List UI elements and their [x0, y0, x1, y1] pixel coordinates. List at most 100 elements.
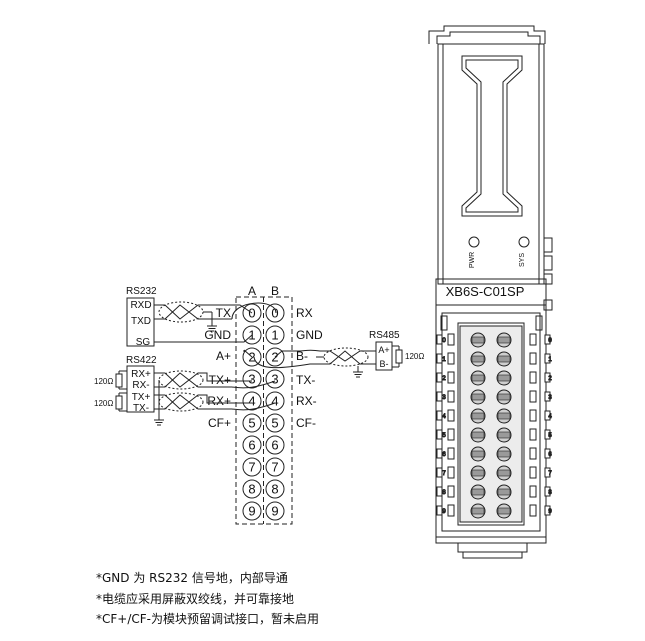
module-row-number-left-5: 5	[442, 433, 446, 439]
module-hole-left-9	[447, 504, 455, 517]
module-clip-slot-7-0	[471, 469, 485, 477]
module-hole-left-2	[447, 371, 455, 384]
module-clip-slot-3-0	[471, 393, 485, 401]
pin-b1-circle	[265, 325, 285, 345]
module-notch-right-5	[544, 429, 551, 440]
module-row-number-right-7: 7	[548, 471, 552, 477]
module-notch-right-2	[544, 372, 551, 383]
rs422-rx-shield	[158, 370, 204, 390]
module-notch-left-2	[436, 372, 443, 383]
label-left-a-plus: A+	[216, 349, 231, 363]
module-upper-body	[437, 43, 545, 285]
module-top-clip	[428, 25, 546, 44]
module-row-number-left-4: 4	[442, 414, 446, 420]
pin-b8-number: 8	[271, 482, 278, 497]
pin-b4-number: 4	[271, 394, 278, 409]
rs422-tx-shield	[158, 392, 204, 412]
module-notch-right-1	[544, 353, 551, 364]
module-hole-left-3	[447, 390, 455, 403]
rs485-a-plus: A+	[378, 345, 389, 355]
pin-b3-circle	[265, 369, 285, 389]
rs422-resistor-1	[115, 373, 123, 388]
pin-b0-number: 0	[271, 306, 278, 321]
label-left-cf-plus: CF+	[208, 416, 231, 430]
pin-b8-circle	[265, 479, 285, 499]
module-clip-slot-2-1	[497, 374, 511, 382]
pin-a7-number: 7	[248, 460, 255, 475]
sys-led	[518, 236, 530, 248]
module-clip-slot-8-0	[471, 488, 485, 496]
pwr-led-label: PWR	[469, 252, 476, 268]
label-left-tx-plus: TX+	[209, 373, 231, 387]
rs422-resistor-2	[115, 395, 123, 410]
module-notch-left-5	[436, 429, 443, 440]
module-hole-right-3	[529, 390, 537, 403]
rs422-resistor-1-label: 120Ω	[94, 377, 113, 386]
pin-b0-circle	[265, 303, 285, 323]
module-hole-left-5	[447, 428, 455, 441]
module-notch-right-9	[544, 505, 551, 516]
module-row-number-right-2: 2	[548, 376, 552, 382]
pin-a8-circle	[242, 479, 262, 499]
pin-a4-circle	[242, 391, 262, 411]
label-right-tx-minus: TX-	[296, 373, 315, 387]
module-notch-right-7	[544, 467, 551, 478]
module-clip-slot-4-1	[497, 412, 511, 420]
rs232-box	[126, 297, 155, 347]
module-clip-slot-7-1	[497, 469, 511, 477]
pin-a3-circle	[242, 369, 262, 389]
module-row-number-right-5: 5	[548, 433, 552, 439]
rs485-resistor	[395, 349, 403, 364]
module-hole-right-9	[529, 504, 537, 517]
module-notch-left-4	[436, 410, 443, 421]
module-row-number-right-3: 3	[548, 395, 552, 401]
label-left-rx-plus: RX+	[207, 394, 231, 408]
module-hole-left-8	[447, 485, 455, 498]
pin-a7-circle	[242, 457, 262, 477]
rs232-title: RS232	[126, 286, 157, 297]
rs232-shield	[158, 301, 204, 323]
module-notch-right-0	[544, 334, 551, 345]
module-notch-right-8	[544, 486, 551, 497]
module-row-number-right-4: 4	[548, 414, 552, 420]
rs422-rx-plus: RX+	[131, 369, 151, 380]
module-notch-right-3	[544, 391, 551, 402]
note-3: *CF+/CF-为模块预留调试接口，暂未启用	[96, 612, 319, 626]
label-left-gnd: GND	[204, 328, 231, 342]
module-notch-left-9	[436, 505, 443, 516]
module-hole-right-7	[529, 466, 537, 479]
module-notch-right-6	[544, 448, 551, 459]
sys-led-label: SYS	[519, 253, 526, 267]
module-clip-slot-3-1	[497, 393, 511, 401]
rs232-device: RS232 RXD TXD SG	[126, 286, 277, 348]
module-clip-slot-5-1	[497, 431, 511, 439]
module-hole-right-8	[529, 485, 537, 498]
module-row-number-right-0: 0	[548, 338, 552, 344]
pin-b9-number: 9	[271, 504, 278, 519]
pwr-led	[468, 236, 480, 248]
rs485-box	[375, 341, 393, 371]
notes: *GND 为 RS232 信号地，内部导通 *电缆应采用屏蔽双绞线，并可靠接地 …	[96, 568, 319, 630]
label-right-rx-minus: RX-	[296, 394, 317, 408]
module-row-number-left-2: 2	[442, 376, 446, 382]
rs422-resistor-2-label: 120Ω	[94, 399, 113, 408]
rs232-sg: SG	[136, 337, 151, 348]
module-hole-right-0	[529, 333, 537, 346]
label-right-gnd: GND	[296, 328, 323, 342]
pin-a5-number: 5	[248, 416, 255, 431]
module-lower-body	[435, 304, 547, 538]
module-hole-right-6	[529, 447, 537, 460]
module-hole-left-1	[447, 352, 455, 365]
module-row-number-left-7: 7	[442, 471, 446, 477]
rs422-box	[126, 365, 155, 413]
pin-b5-number: 5	[271, 416, 278, 431]
pin-a3-number: 3	[248, 372, 255, 387]
rs422-device: RS422 RX+ RX- TX+ TX- 120Ω 120Ω	[94, 355, 276, 426]
rs485-device: RS485 A+ B- 120Ω	[243, 330, 424, 378]
module-row-number-left-0: 0	[442, 338, 446, 344]
module-row-number-left-1: 1	[442, 357, 446, 363]
module-row-number-right-1: 1	[548, 357, 552, 363]
pin-a9-circle	[242, 501, 262, 521]
pin-a9-number: 9	[248, 504, 255, 519]
